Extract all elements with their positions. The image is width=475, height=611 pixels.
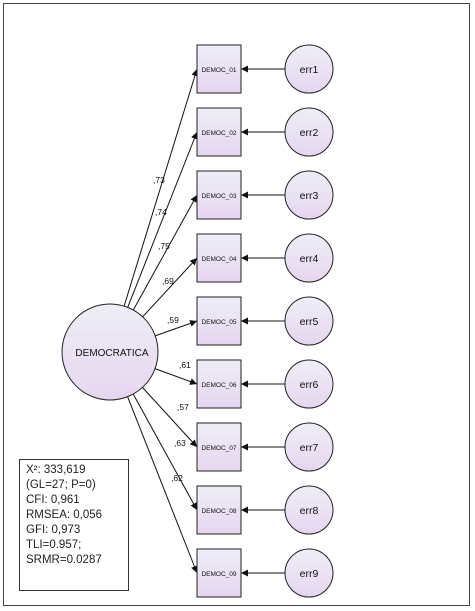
error-circle-9	[284, 548, 334, 598]
indicator-label-7: DEMOC_07	[201, 445, 236, 452]
error-circle-8	[284, 485, 334, 535]
loading-arrow-8	[132, 393, 198, 511]
error-circle-2	[284, 107, 334, 157]
error-circle-5	[284, 296, 334, 346]
fit-gfi: GFI: 0,973	[26, 524, 81, 536]
loading-label-4: ,69	[162, 276, 174, 286]
loading-label-9: ,62	[171, 473, 183, 483]
fit-gl-p: (GL=27; P=0)	[26, 479, 96, 491]
error-circle-4	[284, 233, 334, 283]
error-label-6: err6	[300, 379, 319, 391]
error-circle-3	[284, 170, 334, 220]
indicator-box-9	[196, 548, 242, 598]
loading-label-2: ,74	[155, 207, 167, 217]
indicator-label-3: DEMOC_03	[201, 193, 236, 200]
indicator-label-8: DEMOC_08	[201, 508, 236, 515]
indicator-box-7	[196, 422, 242, 472]
error-label-2: err2	[300, 127, 319, 139]
indicator-label-9: DEMOC_09	[201, 571, 236, 578]
fit-cfi: CFI: 0,961	[26, 494, 80, 506]
latent-label: DEMOCRATICA	[75, 348, 148, 359]
indicator-label-1: DEMOC_01	[201, 67, 236, 74]
fit-rmsea: RMSEA: 0,056	[26, 509, 103, 521]
error-label-8: err8	[300, 505, 319, 517]
error-label-1: err1	[300, 64, 319, 76]
fit-tli: TLI=0.957;	[26, 539, 82, 551]
indicator-box-4	[196, 233, 242, 283]
loading-arrow-4	[142, 257, 198, 318]
indicator-label-6: DEMOC_06	[201, 382, 236, 389]
loading-arrow-1	[123, 68, 199, 307]
error-circle-6	[284, 359, 334, 409]
loading-label-8: ,63	[174, 438, 186, 448]
loading-arrow-5	[155, 320, 198, 337]
loading-arrow-9	[127, 396, 198, 574]
fit-statistics-box: X²: 333,619 (GL=27; P=0) CFI: 0,961 RMSE…	[19, 459, 129, 591]
loading-arrow-6	[154, 368, 198, 385]
loading-arrow-3	[132, 194, 198, 311]
indicator-box-6	[196, 359, 242, 409]
fit-chi-square: X²: 333,619	[26, 464, 86, 476]
indicator-label-5: DEMOC_05	[201, 319, 236, 326]
loading-label-1: ,73	[153, 175, 165, 185]
indicator-box-1	[196, 44, 242, 94]
latent-ellipse	[61, 303, 159, 401]
loading-label-5: ,59	[167, 315, 179, 325]
error-circle-1	[284, 44, 334, 94]
fit-srmr: SRMR=0.0287	[26, 554, 102, 566]
indicator-box-3	[196, 170, 242, 220]
loading-arrow-2	[127, 131, 198, 308]
error-label-3: err3	[300, 190, 319, 202]
loading-label-6: ,61	[179, 360, 191, 370]
error-label-4: err4	[300, 253, 319, 265]
indicator-box-5	[196, 296, 242, 346]
loading-label-7: ,57	[177, 402, 189, 412]
error-label-5: err5	[300, 316, 319, 328]
loading-label-3: ,75	[158, 241, 170, 251]
loading-arrow-7	[142, 387, 198, 448]
indicator-box-2	[196, 107, 242, 157]
indicator-box-8	[196, 485, 242, 535]
error-label-7: err7	[300, 442, 319, 454]
indicator-label-4: DEMOC_04	[201, 256, 236, 263]
indicator-label-2: DEMOC_02	[201, 130, 236, 137]
error-label-9: err9	[300, 568, 319, 580]
error-circle-7	[284, 422, 334, 472]
